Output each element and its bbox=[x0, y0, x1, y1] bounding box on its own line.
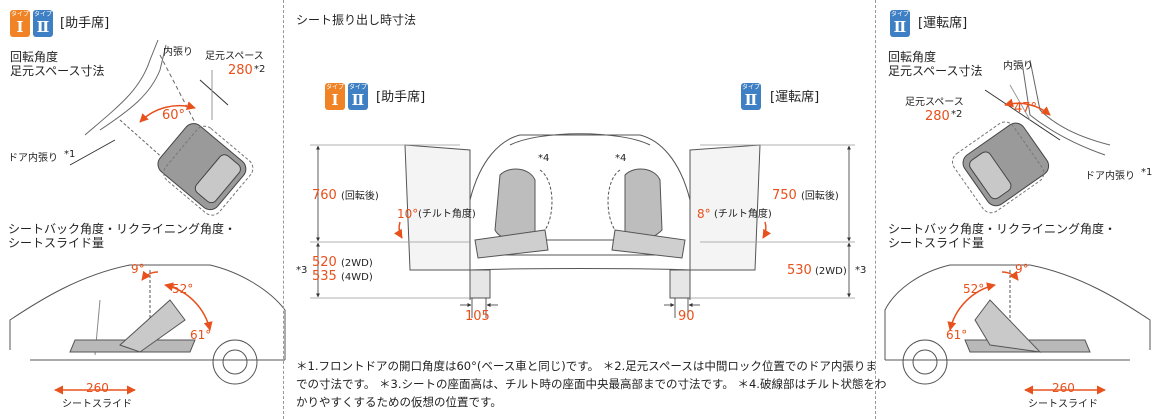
right-slide-label: シートスライド bbox=[1028, 399, 1098, 410]
left-section2-title-1: シートバック角度・リクライニング角度・ bbox=[8, 222, 237, 236]
center-right-seat-label: [運転席] bbox=[770, 90, 820, 105]
right-height-value: 750 bbox=[772, 188, 797, 203]
right-foot-space-label: 足元スペース bbox=[905, 97, 964, 108]
left-divider bbox=[283, 0, 284, 419]
center-car-rear-view bbox=[404, 133, 761, 300]
left-star4: *4 bbox=[538, 153, 550, 164]
left-door-inner-mark: *1 bbox=[64, 149, 76, 160]
right-width-value: 90 bbox=[678, 309, 695, 324]
left-tilt-note: (チルト角度) bbox=[418, 209, 476, 220]
left-section2-title-2: シートスライド量 bbox=[8, 236, 105, 250]
left-door-inner-label: ドア内張り bbox=[8, 153, 58, 164]
right-door-inner-label: ドア内張り bbox=[1085, 171, 1135, 182]
left-foot-space-mark: *2 bbox=[254, 64, 266, 75]
left-tilt-angle: 10° bbox=[397, 207, 419, 221]
right-slide-value: 260 bbox=[1052, 381, 1075, 395]
right-foot-space-value: 280 bbox=[925, 109, 950, 124]
right-door-inner-mark: *1 bbox=[1141, 167, 1153, 178]
right-star4: *4 bbox=[615, 153, 627, 164]
right-star3: *3 bbox=[855, 265, 867, 276]
left-slide-label: シートスライド bbox=[62, 399, 132, 410]
right-tilt-angle: 8° bbox=[697, 207, 711, 221]
center-title: シート振り出し時寸法 bbox=[296, 13, 417, 27]
left-rotation-angle: 60° bbox=[162, 108, 186, 123]
left-inner-stretch-label: 内張り bbox=[163, 47, 193, 58]
right-inner-stretch-label: 内張り bbox=[1003, 61, 1033, 72]
footnote-line-1: ＊1.フロントドアの開口角度は60°(ベース車と同じ)です。 ＊2.足元スペース… bbox=[296, 359, 877, 373]
right-seat-label: [運転席] bbox=[918, 16, 968, 31]
footnote-line-3: かりやすくするための仮想の位置です。 bbox=[296, 395, 502, 409]
left-seat-height-1-note: (2WD) bbox=[341, 258, 373, 269]
left-width-value: 105 bbox=[465, 309, 490, 324]
right-rotation-angle: 47° bbox=[1014, 101, 1038, 116]
right-height-note: (回転後) bbox=[801, 191, 839, 202]
center-dimension-lines bbox=[310, 144, 855, 318]
right-tilt-note: (チルト角度) bbox=[714, 209, 772, 220]
right-seat-height: 530 bbox=[787, 263, 812, 278]
center-left-seat-label: [助手席] bbox=[376, 90, 426, 105]
right-rotation-title-1: 回転角度 bbox=[888, 50, 937, 64]
left-star3: *3 bbox=[296, 265, 308, 276]
left-foot-space-value: 280 bbox=[228, 63, 253, 78]
left-angle-bottom: 61° bbox=[190, 328, 212, 342]
left-seat-label: [助手席] bbox=[60, 16, 110, 31]
right-rotation-title-2: 足元スペース寸法 bbox=[888, 64, 983, 78]
right-foot-space-mark: *2 bbox=[951, 109, 963, 120]
right-seat-height-note: (2WD) bbox=[815, 266, 847, 277]
left-foot-space-label: 足元スペース bbox=[205, 51, 264, 62]
footnote-line-2: での寸法です。 ＊3.シートの座面高は、チルト時の座面中央最高部までの寸法です。… bbox=[296, 377, 887, 391]
left-seat-height-1: 520 bbox=[312, 255, 337, 270]
right-angle-mid: 52° bbox=[963, 282, 985, 296]
left-seat-height-2-note: (4WD) bbox=[341, 272, 373, 283]
left-rotation-title-2: 足元スペース寸法 bbox=[10, 64, 105, 78]
right-divider bbox=[875, 0, 876, 419]
left-rotation-diagram bbox=[69, 39, 254, 216]
left-seat-height-2: 535 bbox=[312, 269, 337, 284]
right-angle-top: 9° bbox=[1015, 262, 1029, 276]
right-side-car-view bbox=[884, 264, 1151, 395]
left-slide-value: 260 bbox=[86, 381, 109, 395]
left-height-note: (回転後) bbox=[341, 191, 379, 202]
left-height-value: 760 bbox=[312, 188, 337, 203]
right-section2-title-2: シートスライド量 bbox=[888, 236, 985, 250]
right-angle-bottom: 61° bbox=[946, 328, 968, 342]
left-angle-mid: 52° bbox=[172, 282, 194, 296]
right-section2-title-1: シートバック角度・リクライニング角度・ bbox=[888, 222, 1117, 236]
right-rotation-diagram bbox=[951, 59, 1111, 214]
left-side-car-view bbox=[9, 264, 286, 395]
left-rotation-title-1: 回転角度 bbox=[10, 50, 59, 64]
left-angle-top: 9° bbox=[131, 262, 145, 276]
